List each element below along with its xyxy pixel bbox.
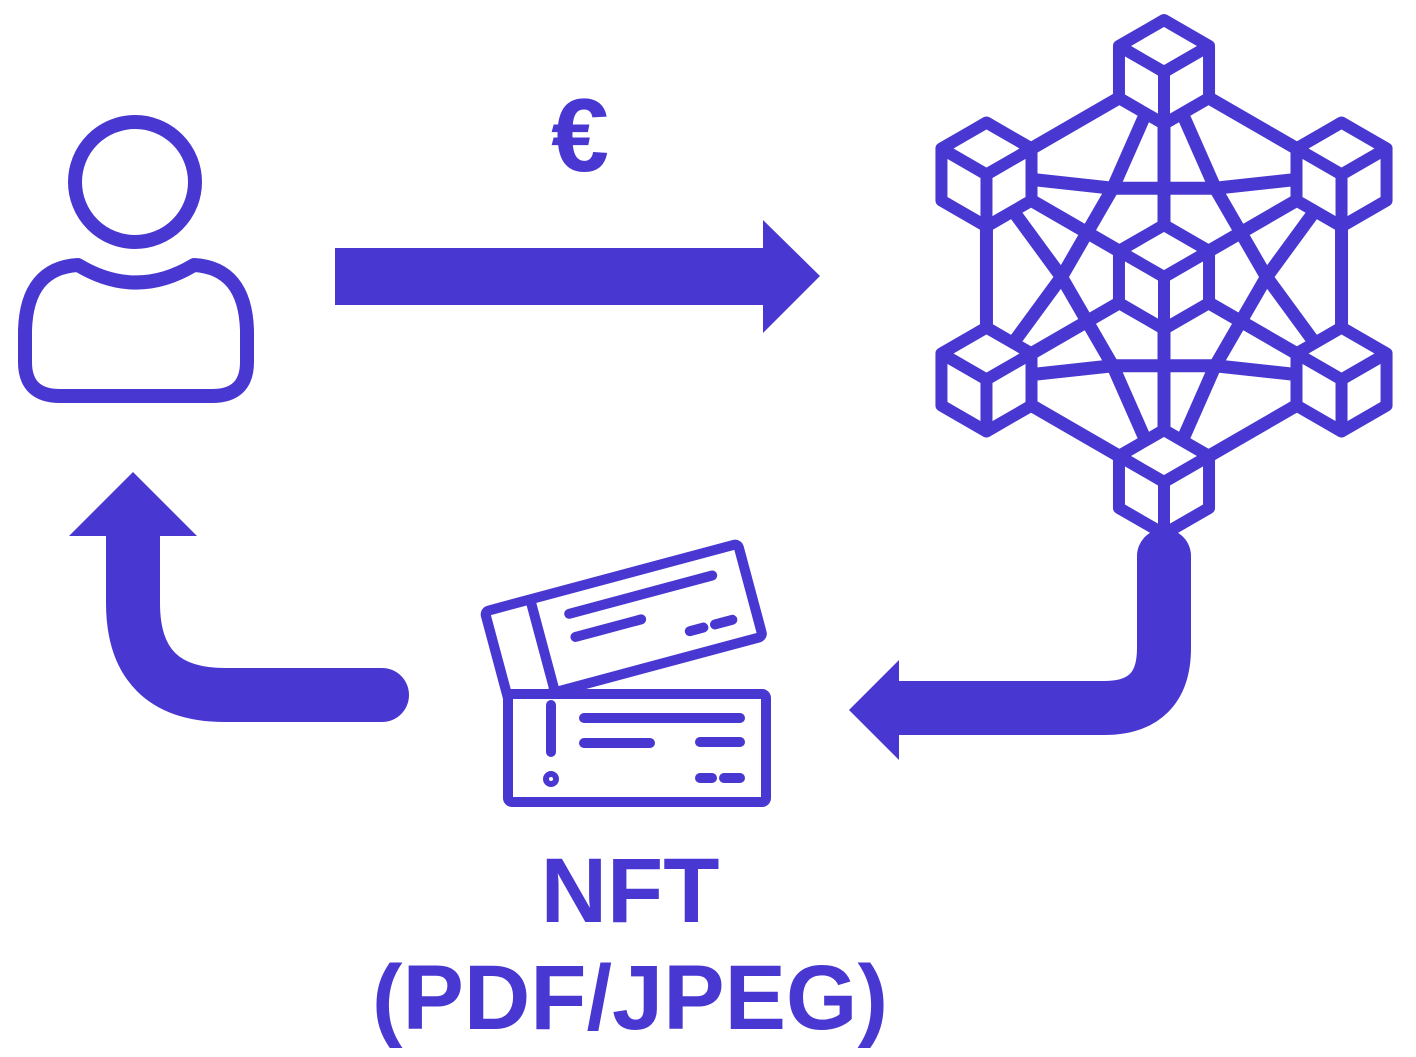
block-cube-icon xyxy=(935,116,1038,233)
nft-title: NFT xyxy=(540,840,720,942)
payment-arrow xyxy=(335,220,820,333)
block-cube-icon xyxy=(935,321,1038,438)
nft-delivery-arrow xyxy=(849,529,1191,760)
block-cube-icon xyxy=(1290,321,1393,438)
ticket-icon xyxy=(480,539,771,807)
block-cube-icon xyxy=(1112,219,1216,335)
block-cube-icon xyxy=(1290,116,1393,233)
nft-subtitle: (PDF/JPEG) xyxy=(371,947,889,1049)
block-cube-icon xyxy=(1112,424,1216,540)
user-icon xyxy=(18,115,254,403)
blockchain-network-icon xyxy=(935,14,1393,540)
return-to-user-arrow xyxy=(69,472,409,722)
currency-label: € xyxy=(551,78,609,194)
block-cube-icon xyxy=(1112,14,1216,130)
